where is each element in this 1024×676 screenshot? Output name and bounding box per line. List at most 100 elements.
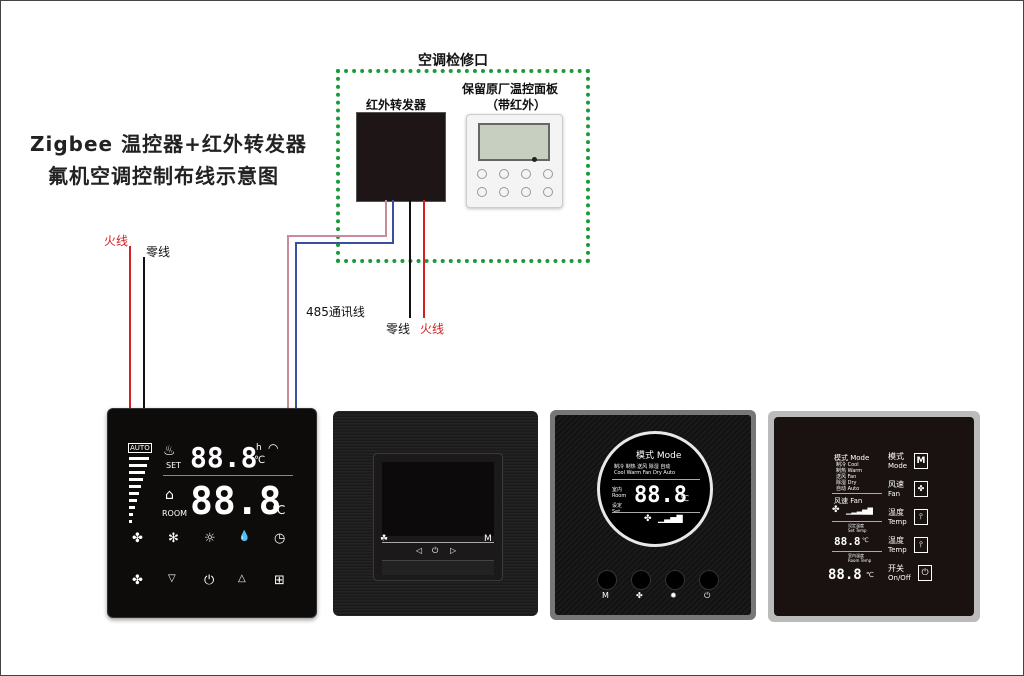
- thermostat-panel-1: AUTO ♨ SET 88.8 h ℃ ◠ ⌂ ROOM 88.8 ℃ ✤ ✻ …: [107, 408, 317, 618]
- fan-icon: ✤: [132, 531, 143, 546]
- mode-m-label: M: [602, 591, 609, 600]
- power-button[interactable]: [699, 570, 719, 590]
- orig-button: [543, 187, 553, 197]
- temp-icon: ✹: [670, 591, 677, 600]
- mode-m-button[interactable]: M: [484, 534, 492, 544]
- temp-display: 88.8: [634, 483, 687, 508]
- fan-icon: ✤: [832, 505, 840, 515]
- live-label-bottom: 火线: [420, 322, 445, 336]
- fan-icon: ✤: [636, 591, 643, 600]
- orig-panel-lcd: [478, 123, 550, 161]
- temp-up-button[interactable]: 温度 Temp ⫯: [888, 507, 928, 529]
- wifi-icon: ◠: [268, 441, 279, 455]
- divider: [163, 475, 293, 476]
- orig-button: [499, 187, 509, 197]
- orig-button: [477, 169, 487, 179]
- panel2-bottom-bar: [382, 560, 494, 575]
- house-icon: ⌂: [165, 487, 174, 503]
- thermometer-icon: ⫯: [914, 537, 928, 553]
- power-icon[interactable]: ⏻: [432, 546, 439, 555]
- temp-button[interactable]: [665, 570, 685, 590]
- hour-label: h: [256, 443, 262, 453]
- unit: ℃: [680, 494, 689, 503]
- fan-speed-bars: [129, 457, 149, 523]
- heat-coil-icon: ♨: [163, 443, 176, 459]
- drops-icon: 💧: [238, 531, 251, 542]
- live-label-left: 火线: [104, 234, 129, 248]
- orig-button: [543, 169, 553, 179]
- mode-icon-row: ✤ ✻ ☼ 💧 ◷: [128, 531, 298, 551]
- touch-button-row: ✤ ▽ ⏻ △ ⊞: [128, 573, 298, 593]
- panel2-face: ☘ ◁ ⏻ ▷ M: [373, 453, 503, 581]
- divider: [832, 551, 882, 552]
- ir-receiver-dot: [532, 157, 537, 162]
- mode-title: 模式 Mode: [834, 454, 870, 462]
- left-icon[interactable]: ◁: [416, 546, 423, 555]
- title-line1: Zigbee 温控器+红外转发器: [30, 132, 307, 156]
- room-temp-display: 88.8: [828, 567, 862, 583]
- power-icon[interactable]: ⏻: [204, 573, 215, 588]
- power-icon: ⏻: [704, 591, 711, 600]
- room-unit: ℃: [866, 571, 874, 579]
- neutral-label-left: 零线: [146, 245, 171, 259]
- fan-title: 风速 Fan: [834, 497, 863, 505]
- set-unit: ℃: [862, 537, 869, 544]
- rs485-wire-b: [295, 200, 394, 410]
- fan-icon: ✤: [914, 481, 928, 497]
- thermometer-icon: ⫯: [914, 509, 928, 525]
- right-icon[interactable]: ▷: [450, 546, 457, 555]
- mode-title: 模式 Mode: [636, 451, 682, 461]
- snowflake-icon: ✻: [168, 531, 179, 546]
- room-temp-display: 88.8: [190, 479, 282, 523]
- fan-level-icon: ▁▂▃▅▇: [846, 507, 873, 515]
- down-icon[interactable]: ▽: [168, 573, 176, 584]
- inspection-port-label: 空调检修口: [418, 53, 488, 69]
- panel2-screen: [382, 462, 494, 536]
- mode-m-icon: M: [914, 453, 928, 469]
- panel2-divider: [382, 542, 494, 543]
- up-icon[interactable]: △: [238, 573, 246, 584]
- set-temp-display: 88.8: [834, 535, 861, 548]
- fan-button[interactable]: [631, 570, 651, 590]
- rs485-label: 485通讯线: [306, 305, 365, 319]
- orig-panel-buttons: [475, 167, 555, 203]
- divider: [832, 493, 882, 494]
- title-line2: 氟机空调控制布线示意图: [48, 164, 279, 188]
- fan-icon: ✤: [644, 514, 652, 524]
- mode-button[interactable]: [597, 570, 617, 590]
- ir-forwarder-device: [356, 112, 446, 202]
- rs485-wire-a: [287, 200, 387, 410]
- ir-forwarder-label: 红外转发器: [366, 98, 427, 112]
- thermostat-panel-2: ☘ ◁ ⏻ ▷ M: [333, 411, 538, 616]
- room-unit: ℃: [272, 503, 286, 517]
- fan-button-icon[interactable]: ✤: [132, 573, 143, 588]
- orig-button: [499, 169, 509, 179]
- set-unit: ℃: [254, 455, 266, 466]
- inspection-port-box: [336, 69, 590, 263]
- neutral-label-bottom: 零线: [386, 322, 411, 336]
- grid-icon[interactable]: ⊞: [274, 573, 285, 588]
- power-button[interactable]: 开关 On/Off ⏻: [888, 563, 932, 585]
- orig-button: [521, 187, 531, 197]
- orig-button: [477, 187, 487, 197]
- divider: [612, 479, 700, 480]
- temp-down-button[interactable]: 温度 Temp ⫯: [888, 535, 928, 557]
- set-label: SET: [166, 461, 182, 470]
- divider: [832, 521, 882, 522]
- fan-level-icon: ▁▃▅▇: [658, 514, 683, 523]
- fan-button[interactable]: 风速 Fan ✤: [888, 479, 928, 501]
- fan-icon[interactable]: ☘: [380, 534, 389, 544]
- orig-panel-label-2: （带红外）: [486, 98, 547, 112]
- set-label: 设定Set: [612, 503, 623, 515]
- divider: [612, 512, 700, 513]
- room-label: ROOM: [162, 509, 188, 518]
- mode-button[interactable]: 模式 Mode M: [888, 451, 928, 473]
